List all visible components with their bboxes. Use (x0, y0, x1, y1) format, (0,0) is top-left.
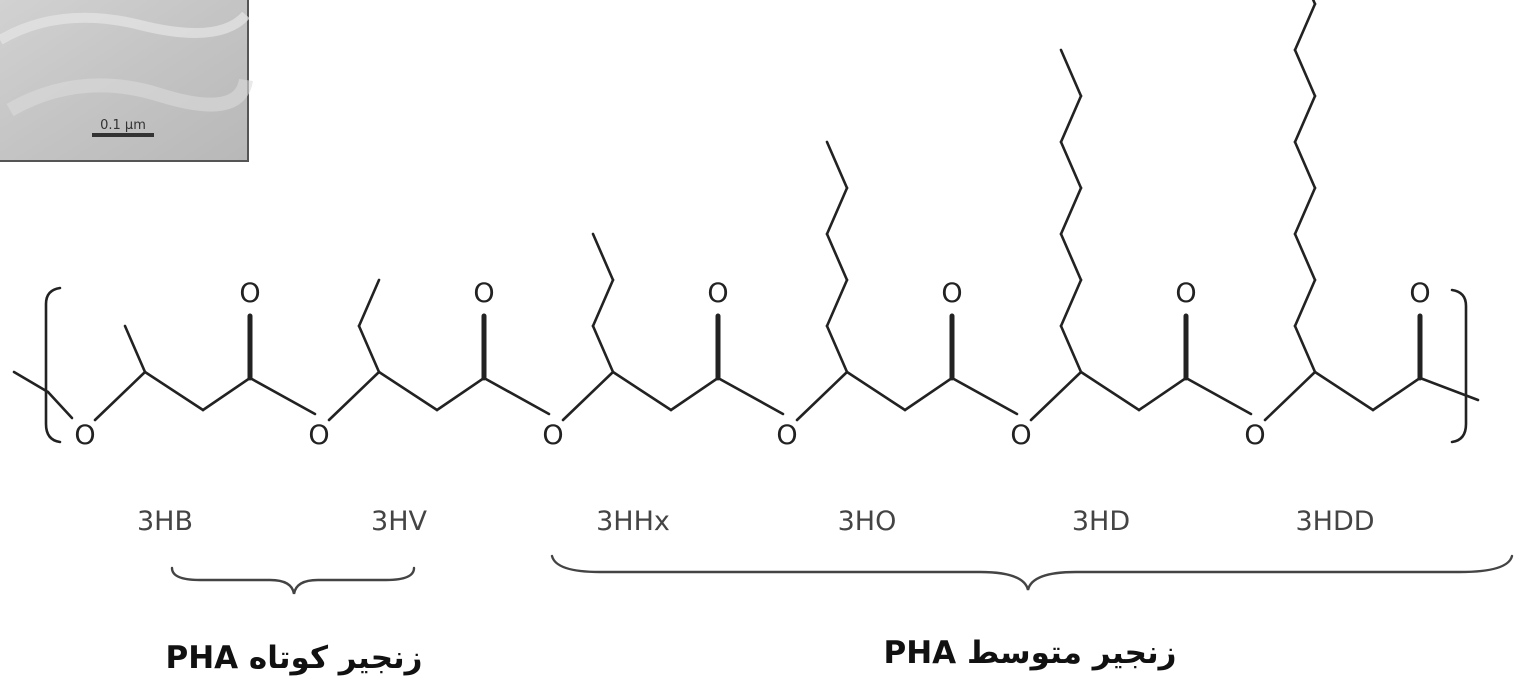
side-chain-bond (357, 324, 381, 374)
side-chain-bond (1311, 0, 1317, 6)
unit-label-3hb: 3HB (137, 506, 193, 537)
backbone-bond (845, 370, 907, 412)
medium-chain-caption: PHA زنجیر متوسط (884, 635, 1177, 671)
ester-oxygen: O (776, 420, 797, 451)
side-chain-bond (1059, 278, 1083, 328)
ester-oxygen: O (1010, 420, 1031, 451)
side-chain-bond (1293, 232, 1317, 282)
unit-labels: 3HB 3HV 3HHx 3HO 3HD 3HDD (137, 506, 1375, 537)
chain-atoms: O O O O O O O O O O O O (74, 278, 1430, 451)
chain-start-bond (46, 390, 74, 420)
ester-bond (950, 376, 1019, 416)
side-chain-bond (825, 186, 849, 236)
chain-end-bond (1418, 376, 1480, 402)
unit-label-3hv: 3HV (371, 506, 427, 537)
side-chain-bond (591, 232, 615, 282)
short-chain-caption: PHA زنجیر کوتاه (165, 640, 422, 676)
side-chain-bond (123, 324, 147, 374)
side-chain-bond (1293, 278, 1317, 328)
side-chain-bond (1293, 2, 1317, 52)
left-bracket (44, 286, 62, 444)
ester-oxygen: O (308, 420, 329, 451)
side-chain-bond (1293, 48, 1317, 98)
scale-bar-label: 0.1 µm (100, 118, 146, 133)
backbone-bond (93, 370, 147, 422)
side-chain-bond (1059, 140, 1083, 190)
ester-oxygen: O (1244, 420, 1265, 451)
carbonyl-oxygen: O (941, 278, 962, 309)
side-chain-bond (1059, 48, 1083, 98)
medium-chain-brace (550, 554, 1514, 591)
ester-bond (248, 376, 317, 416)
side-chain-bond (1059, 186, 1083, 236)
backbone-bond (795, 370, 849, 422)
carbonyl-oxygen: O (707, 278, 728, 309)
side-chain-bond (591, 278, 615, 328)
backbone-bond (435, 376, 486, 412)
ester-oxygen: O (74, 420, 95, 451)
ester-bond (482, 376, 551, 416)
micrograph-texture (0, 11, 250, 45)
micrograph-inset: 0.1 µm (0, 0, 253, 162)
carbonyl-oxygen: O (1409, 278, 1430, 309)
backbone-bond (377, 370, 439, 412)
side-chain-bond (591, 324, 615, 374)
backbone-bond (327, 370, 381, 422)
right-bracket (1450, 288, 1468, 444)
ester-oxygen: O (542, 420, 563, 451)
ester-bond (716, 376, 785, 416)
side-chain-bond (1293, 186, 1317, 236)
unit-label-3hhx: 3HHx (596, 506, 670, 537)
carbonyl-oxygen: O (239, 278, 260, 309)
backbone-bond (1137, 376, 1188, 412)
backbone-bond (669, 376, 720, 412)
carbonyl-oxygen: O (473, 278, 494, 309)
chain-start-bond (12, 370, 50, 394)
backbone-bond (1263, 370, 1317, 422)
group-braces (170, 554, 1514, 595)
side-chain-bond (825, 324, 849, 374)
backbone-bond (1079, 370, 1141, 412)
repeat-brackets (44, 286, 1468, 444)
micrograph-texture-2 (6, 78, 253, 117)
side-chain-bond (1293, 140, 1317, 190)
backbone-bond (903, 376, 954, 412)
backbone-bond (1371, 376, 1422, 412)
unit-label-3hdd: 3HDD (1295, 506, 1374, 537)
side-chain-bond (1059, 232, 1083, 282)
backbone-bond (561, 370, 615, 422)
side-chain-bond (1293, 324, 1317, 374)
side-chain-bond (357, 278, 381, 328)
side-chain-bond (825, 232, 849, 282)
unit-label-3hd: 3HD (1072, 506, 1130, 537)
backbone-bond (201, 376, 252, 412)
backbone-bond (143, 370, 205, 412)
short-chain-brace (170, 566, 416, 595)
backbone-bond (611, 370, 673, 412)
side-chain-bond (825, 278, 849, 328)
backbone-bond (1313, 370, 1375, 412)
unit-label-3ho: 3HO (838, 506, 897, 537)
chain-bonds (12, 0, 1480, 422)
carbonyl-oxygen: O (1175, 278, 1196, 309)
side-chain-bond (825, 140, 849, 190)
side-chain-bond (1059, 324, 1083, 374)
side-chain-bond (1059, 94, 1083, 144)
backbone-bond (1029, 370, 1083, 422)
scale-bar (92, 133, 154, 137)
side-chain-bond (1293, 94, 1317, 144)
ester-bond (1184, 376, 1253, 416)
